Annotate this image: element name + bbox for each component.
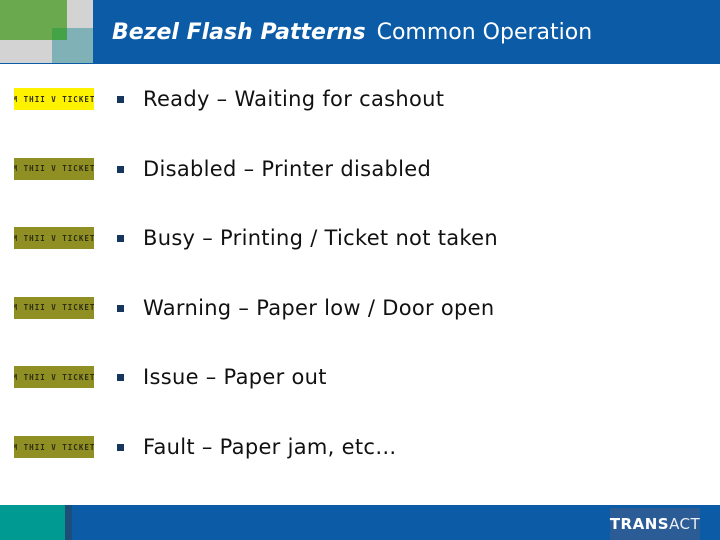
bullet-square-icon (117, 165, 124, 173)
ticket-image: M THII V TICKET (14, 88, 94, 110)
footer-teal-block (0, 505, 65, 540)
bullet-row: M THII V TICKET Disabled – Printer disab… (0, 155, 720, 185)
ticket-text: M THII V TICKET (14, 94, 94, 104)
bullet-square-icon (117, 304, 124, 312)
bullet-square-icon (117, 96, 124, 103)
footer-bar: TRANSACT (0, 505, 720, 540)
bullet-text: Warning – Paper low / Door open (143, 295, 495, 320)
ticket-text: M THII V TICKET (14, 372, 94, 382)
ticket-image: M THII V TICKET (14, 366, 94, 389)
bullet-square-icon (117, 444, 124, 451)
deco-dark-green-square (52, 28, 67, 40)
page-title: Bezel Flash Patterns Common Operation (112, 0, 592, 64)
title-emphasis: Bezel Flash Patterns (112, 19, 366, 45)
bullet-square-icon (117, 374, 124, 382)
bullet-list: M THII V TICKET Ready – Waiting for cash… (0, 64, 720, 504)
transact-logo-text: TRANSACT (610, 515, 700, 533)
bullet-text: Busy – Printing / Ticket not taken (143, 226, 498, 251)
bullet-row: M THII V TICKET Warning – Paper low / Do… (0, 294, 720, 324)
bullet-text: Ready – Waiting for cashout (143, 87, 445, 111)
bullet-row: M THII V TICKET Issue – Paper out (0, 363, 720, 393)
ticket-image: M THII V TICKET (14, 227, 94, 250)
bullet-square-icon (117, 235, 124, 243)
ticket-text: M THII V TICKET (14, 303, 94, 313)
bullet-text: Issue – Paper out (143, 365, 327, 390)
ticket-text: M THII V TICKET (14, 442, 94, 452)
logo-act-part: ACT (669, 515, 701, 533)
ticket-text: M THII V TICKET (14, 233, 94, 243)
bullet-row: M THII V TICKET Fault – Paper jam, etc… (0, 433, 720, 463)
logo-trans-part: TRANS (609, 515, 670, 533)
transact-logo: TRANSACT (610, 508, 700, 540)
footer-divider (65, 505, 72, 540)
ticket-image: M THII V TICKET (14, 157, 94, 180)
bullet-row: M THII V TICKET Ready – Waiting for cash… (0, 85, 720, 115)
ticket-image: M THII V TICKET (14, 436, 94, 458)
header-bar: Bezel Flash Patterns Common Operation (0, 0, 720, 64)
ticket-image: M THII V TICKET (14, 296, 94, 319)
ticket-text: M THII V TICKET (14, 164, 94, 174)
bullet-text: Fault – Paper jam, etc… (143, 435, 397, 459)
bullet-text: Disabled – Printer disabled (143, 156, 432, 181)
title-subtitle: Common Operation (376, 19, 593, 45)
bullet-row: M THII V TICKET Busy – Printing / Ticket… (0, 224, 720, 254)
